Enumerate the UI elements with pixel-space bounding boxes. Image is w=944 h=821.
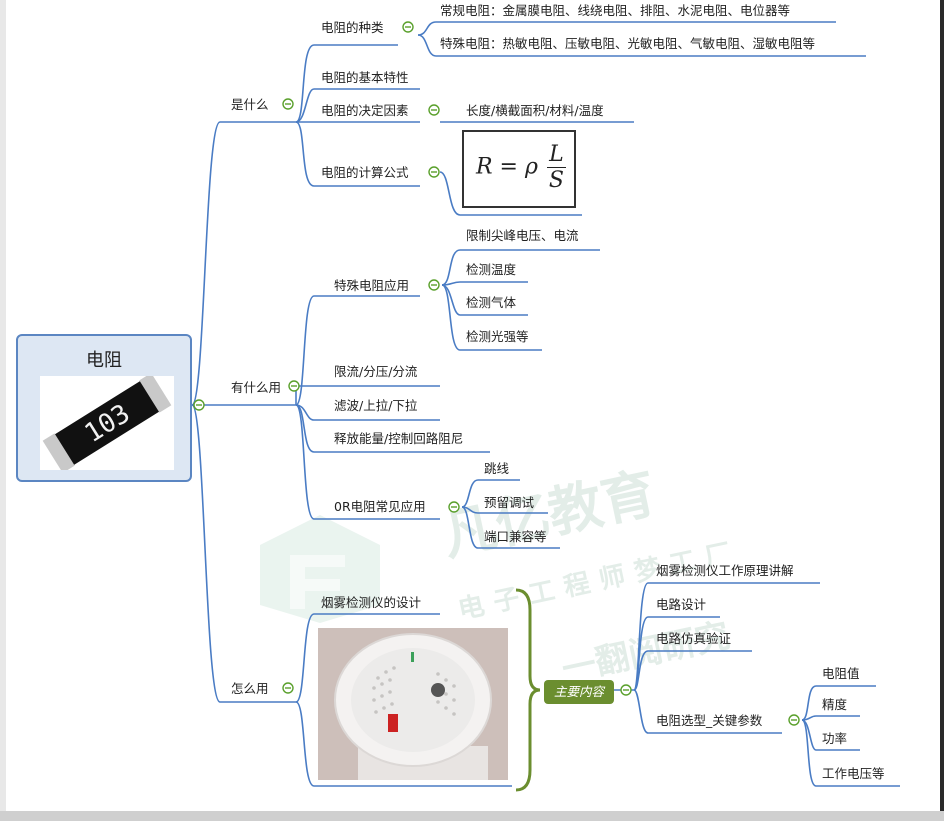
node-smoke-detector-design[interactable]: 烟雾检测仪的设计 [321, 595, 422, 610]
node-param-item[interactable]: 功率 [822, 731, 848, 746]
smd-resistor-icon: 103 [42, 376, 172, 470]
node-main-content-item[interactable]: 电路仿真验证 [656, 631, 732, 646]
node-use-item[interactable]: 滤波/上拉/下拉 [334, 398, 418, 413]
formula: R = ρ L S [476, 142, 566, 193]
node-conventional-resistors[interactable]: 常规电阻：金属膜电阻、线绕电阻、排阻、水泥电阻、电位器等 [440, 3, 791, 18]
formula-box: R = ρ L S [462, 130, 576, 208]
collapse-toggle-icon[interactable] [288, 380, 300, 392]
right-edge [940, 0, 944, 821]
collapse-toggle-icon[interactable] [402, 21, 414, 33]
node-main-content-item[interactable]: 电路设计 [656, 597, 707, 612]
node-param-item[interactable]: 精度 [822, 697, 848, 712]
node-special-app-item[interactable]: 检测光强等 [466, 329, 529, 344]
branch-use[interactable]: 有什么用 [231, 380, 282, 395]
formula-numerator: L [546, 142, 566, 168]
node-special-app-item[interactable]: 检测气体 [466, 295, 517, 310]
smoke-detector-photo [318, 628, 508, 780]
formula-fraction: L S [546, 142, 566, 193]
node-basic-characteristics[interactable]: 电阻的基本特性 [321, 70, 409, 85]
left-edge [0, 0, 6, 821]
branch-what[interactable]: 是什么 [231, 97, 269, 112]
formula-denominator: S [548, 168, 564, 193]
node-determining-factors[interactable]: 电阻的决定因素 [321, 103, 409, 118]
node-formula-label[interactable]: 电阻的计算公式 [321, 165, 409, 180]
node-param-item[interactable]: 电阻值 [822, 666, 860, 681]
branch-how[interactable]: 怎么用 [231, 681, 269, 696]
node-special-app-item[interactable]: 限制尖峰电压、电流 [466, 228, 579, 243]
collapse-toggle-icon[interactable] [788, 714, 800, 726]
node-special-resistors[interactable]: 特殊电阻：热敏电阻、压敏电阻、光敏电阻、气敏电阻、湿敏电阻等 [440, 36, 816, 51]
collapse-toggle-icon[interactable] [428, 279, 440, 291]
node-use-item[interactable]: 释放能量/控制回路阻尼 [334, 431, 464, 446]
node-zero-ohm-item[interactable]: 端口兼容等 [484, 529, 547, 544]
collapse-toggle-icon[interactable] [282, 682, 294, 694]
node-param-item[interactable]: 工作电压等 [822, 766, 885, 781]
collapse-toggle-icon[interactable] [428, 166, 440, 178]
node-zero-ohm-item[interactable]: 跳线 [484, 461, 510, 476]
node-zero-ohm-app[interactable]: 0R电阻常见应用 [334, 499, 426, 514]
node-main-content-item[interactable]: 烟雾检测仪工作原理讲解 [656, 563, 794, 578]
node-special-app-item[interactable]: 检测温度 [466, 262, 517, 277]
node-zero-ohm-item[interactable]: 预留调试 [484, 495, 535, 510]
smoke-detector-icon [318, 628, 508, 780]
node-main-content-item[interactable]: 电阻选型_关键参数 [656, 713, 763, 728]
collapse-toggle-icon[interactable] [428, 104, 440, 116]
root-node[interactable]: 电阻 103 [16, 334, 192, 482]
bottom-edge [0, 811, 944, 821]
resistor-image: 103 [40, 376, 174, 470]
node-use-item[interactable]: 限流/分压/分流 [334, 364, 418, 379]
collapse-toggle-icon[interactable] [282, 98, 294, 110]
node-factors-value[interactable]: 长度/横截面积/材料/温度 [466, 103, 604, 118]
node-resistor-types[interactable]: 电阻的种类 [321, 20, 384, 35]
collapse-toggle-icon[interactable] [448, 501, 460, 513]
collapse-toggle-icon[interactable] [620, 684, 632, 696]
watermark-logo-icon [260, 515, 380, 623]
formula-lhs: R = ρ [476, 154, 538, 180]
collapse-toggle-icon[interactable] [193, 399, 205, 411]
node-special-resistor-app[interactable]: 特殊电阻应用 [334, 278, 410, 293]
main-content-node[interactable]: 主要内容 [544, 680, 614, 704]
root-title: 电阻 [86, 350, 122, 371]
